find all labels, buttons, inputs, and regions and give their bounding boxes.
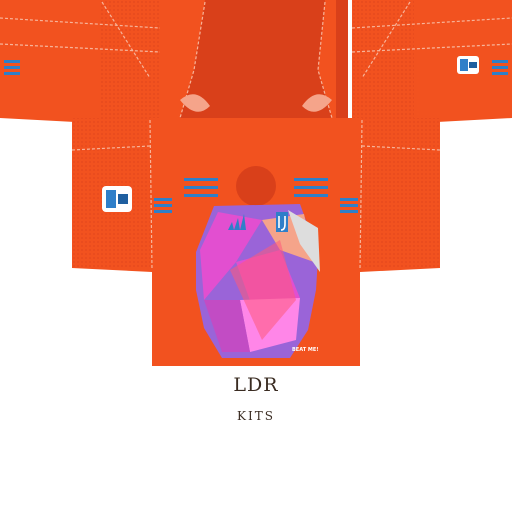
side-stripes-left	[154, 198, 172, 213]
sleeve-stripes-left	[4, 60, 20, 75]
chest-stripes-left	[184, 178, 218, 197]
right-sleeve-top	[351, 0, 512, 122]
shirt-upper-panel	[160, 0, 348, 144]
serie-a-chest-patch-icon	[102, 186, 132, 212]
adidas-logo-icon	[228, 214, 246, 230]
collar-neck	[236, 166, 276, 206]
side-stripes-right	[340, 198, 358, 213]
chest-stripes-right	[294, 178, 328, 197]
neck-print-text: BEAT ME!	[292, 347, 319, 353]
sleeve-stripes-right	[492, 60, 508, 75]
serie-a-patch-icon	[457, 56, 479, 74]
juventus-crest-icon	[276, 212, 288, 232]
left-sleeve-top	[0, 0, 162, 122]
shirt-graphic-panel	[196, 204, 320, 358]
